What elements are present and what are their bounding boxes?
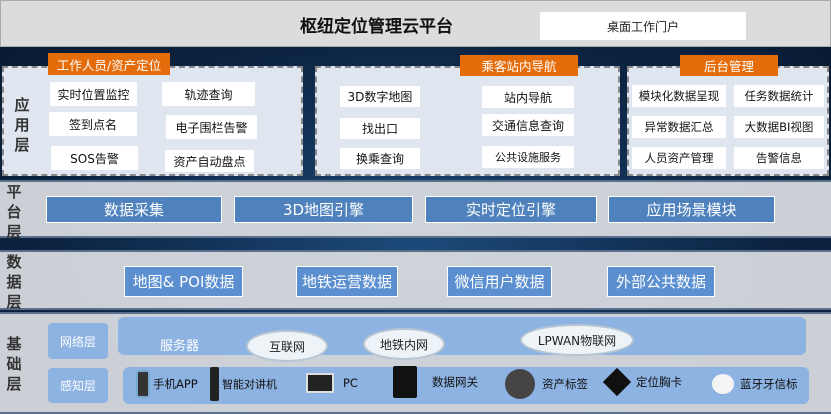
desktop-portal-button[interactable]: 桌面工作门户 (540, 12, 746, 40)
server-label: 服务器 (160, 339, 200, 354)
feature-item[interactable]: 实时位置监控 (50, 82, 137, 106)
device-badge: 定位胸卡 (602, 367, 682, 397)
device-walkie-talkie: 智能对讲机 (210, 367, 277, 401)
feature-item[interactable]: 大数据BI视图 (734, 116, 824, 138)
network-bar (118, 317, 806, 355)
cloud-icon: LPWAN物联网 (522, 326, 632, 354)
platform-module[interactable]: 数据采集 (46, 196, 222, 223)
cloud-icon: 互联网 (248, 332, 326, 360)
data-source[interactable]: 微信用户数据 (447, 266, 552, 297)
panel-header: 乘客站内导航 (460, 55, 578, 76)
beacon-icon (712, 374, 734, 394)
feature-item[interactable]: 公共设施服务 (482, 146, 574, 168)
feature-item[interactable]: 电子围栏告警 (166, 115, 257, 139)
data-source[interactable]: 地铁运营数据 (296, 266, 398, 297)
network-layer-label: 网络层 (48, 323, 108, 359)
panel-header: 后台管理 (680, 55, 778, 76)
device-asset-tag: 资产标签 (505, 369, 588, 399)
base-layer-label: 基础层 (6, 335, 22, 393)
device-phone: 手机APP (136, 370, 198, 398)
data-source[interactable]: 外部公共数据 (607, 266, 715, 297)
device-beacon: 蓝牙牙信标 (712, 374, 798, 394)
feature-item[interactable]: 人员资产管理 (632, 147, 726, 169)
feature-item[interactable]: 模块化数据呈现 (632, 85, 726, 107)
platform-module[interactable]: 实时定位引擎 (425, 196, 597, 223)
feature-item[interactable]: SOS告警 (51, 146, 138, 170)
sensing-bar (123, 367, 809, 404)
cloud-icon: 地铁内网 (365, 330, 443, 358)
feature-item[interactable]: 资产自动盘点 (165, 150, 254, 172)
app-layer-label: 应用层 (14, 96, 30, 154)
feature-item[interactable]: 站内导航 (482, 86, 574, 108)
feature-item[interactable]: 告警信息 (734, 147, 824, 169)
feature-item[interactable]: 异常数据汇总 (632, 116, 726, 138)
feature-item[interactable]: 交通信息查询 (482, 114, 574, 136)
device-pc: PC (306, 373, 358, 393)
data-source[interactable]: 地图& POI数据 (124, 266, 243, 297)
feature-item[interactable]: 换乘查询 (340, 148, 420, 169)
platform-module[interactable]: 应用场景模块 (608, 196, 775, 223)
panel-staff-asset (2, 66, 303, 176)
feature-item[interactable]: 3D数字地图 (340, 86, 420, 107)
feature-item[interactable]: 签到点名 (49, 112, 137, 136)
panel-header: 工作人员/资产定位 (48, 53, 170, 75)
platform-module[interactable]: 3D地图引擎 (234, 196, 413, 223)
tag-icon (602, 367, 632, 397)
asset-tag-icon (505, 369, 535, 399)
phone-icon (136, 370, 150, 398)
platform-layer-label: 平台层 (6, 183, 22, 241)
device-gateway: 数据网关 (393, 366, 478, 398)
feature-item[interactable]: 轨迹查询 (162, 82, 255, 106)
data-layer-label: 数据层 (6, 253, 22, 311)
feature-item[interactable]: 找出口 (340, 118, 420, 139)
page-title: 枢纽定位管理云平台 (300, 17, 453, 37)
sensing-layer-label: 感知层 (48, 368, 108, 403)
monitor-icon (306, 373, 334, 393)
router-icon (393, 366, 417, 398)
feature-item[interactable]: 任务数据统计 (734, 85, 824, 107)
walkie-talkie-icon (210, 367, 219, 401)
